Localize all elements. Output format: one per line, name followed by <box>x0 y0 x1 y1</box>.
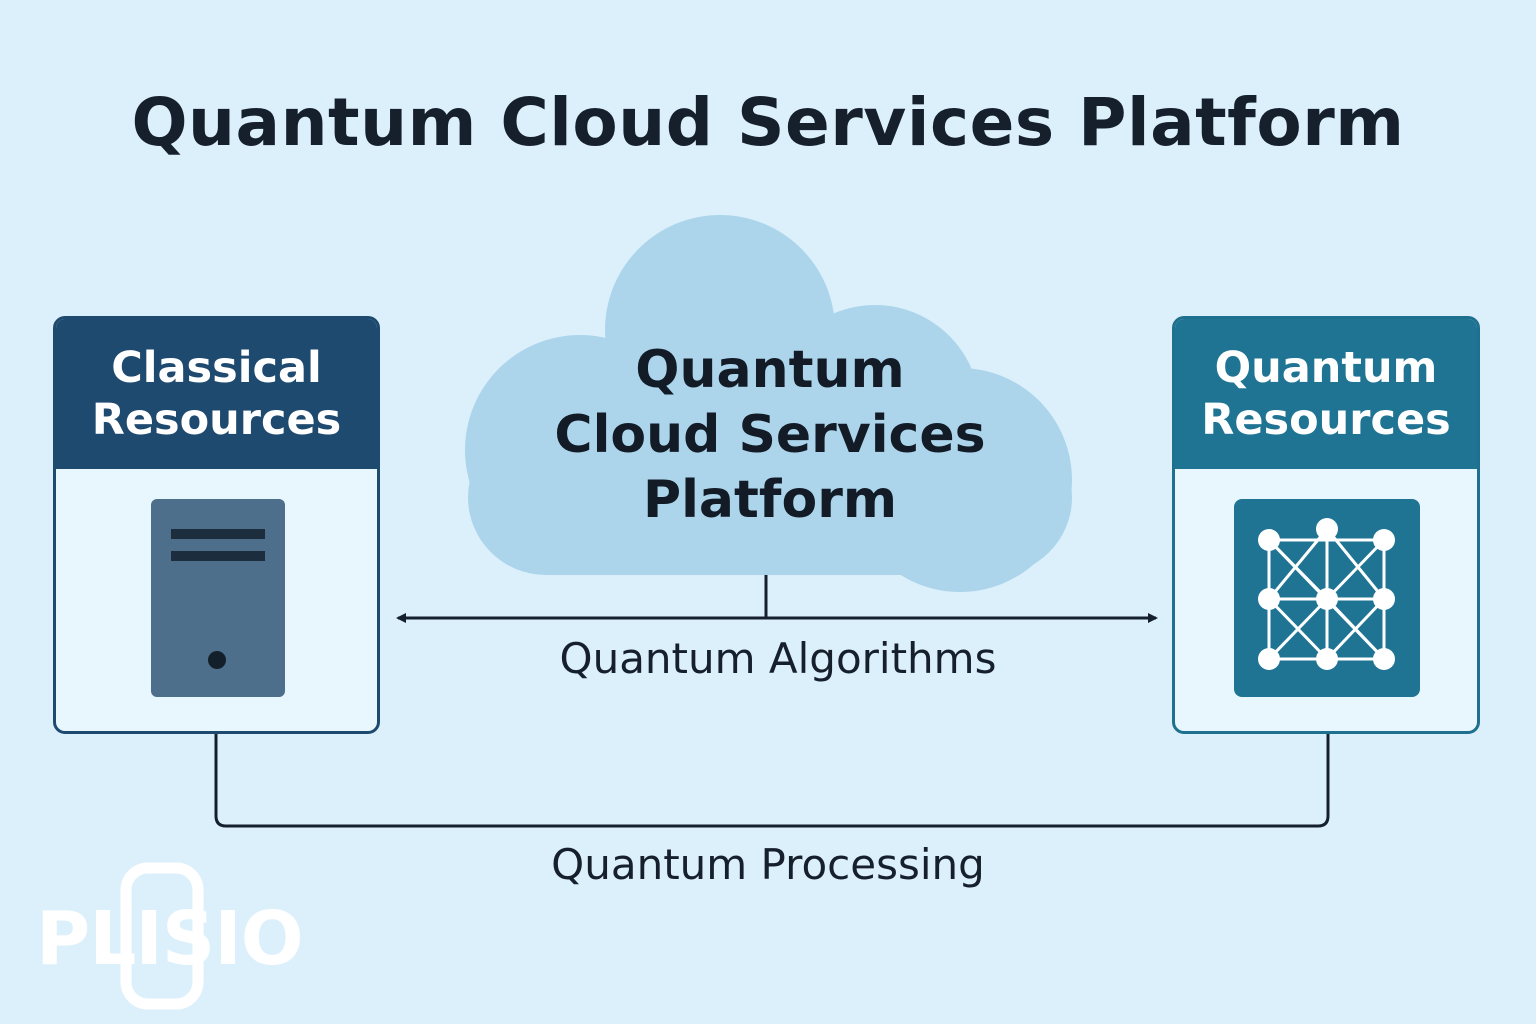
quantum-algorithms-label: Quantum Algorithms <box>559 634 997 683</box>
quantum-resources-panel: Quantum Resources <box>1172 316 1480 734</box>
qubit-network-icon <box>1234 499 1420 697</box>
classical-resources-panel: Classical Resources <box>53 316 380 734</box>
quantum-processing-label: Quantum Processing <box>551 840 985 889</box>
logo-frame-icon <box>120 862 204 1010</box>
server-icon <box>151 499 285 697</box>
plisio-logo: PLISIO <box>36 862 304 1010</box>
server-led <box>208 651 226 669</box>
server-slot <box>171 529 265 539</box>
cloud-shape <box>465 215 1072 592</box>
server-slot <box>171 551 265 561</box>
classical-resources-header: Classical Resources <box>56 319 377 469</box>
quantum-resources-header: Quantum Resources <box>1175 319 1477 469</box>
page-title: Quantum Cloud Services Platform <box>131 84 1405 161</box>
cloud-label: Quantum Cloud Services Platform <box>554 340 986 530</box>
processing-link-line <box>214 697 1330 828</box>
logo-text: PLISIO <box>36 896 304 982</box>
qubit-network-graphic <box>1258 518 1395 670</box>
